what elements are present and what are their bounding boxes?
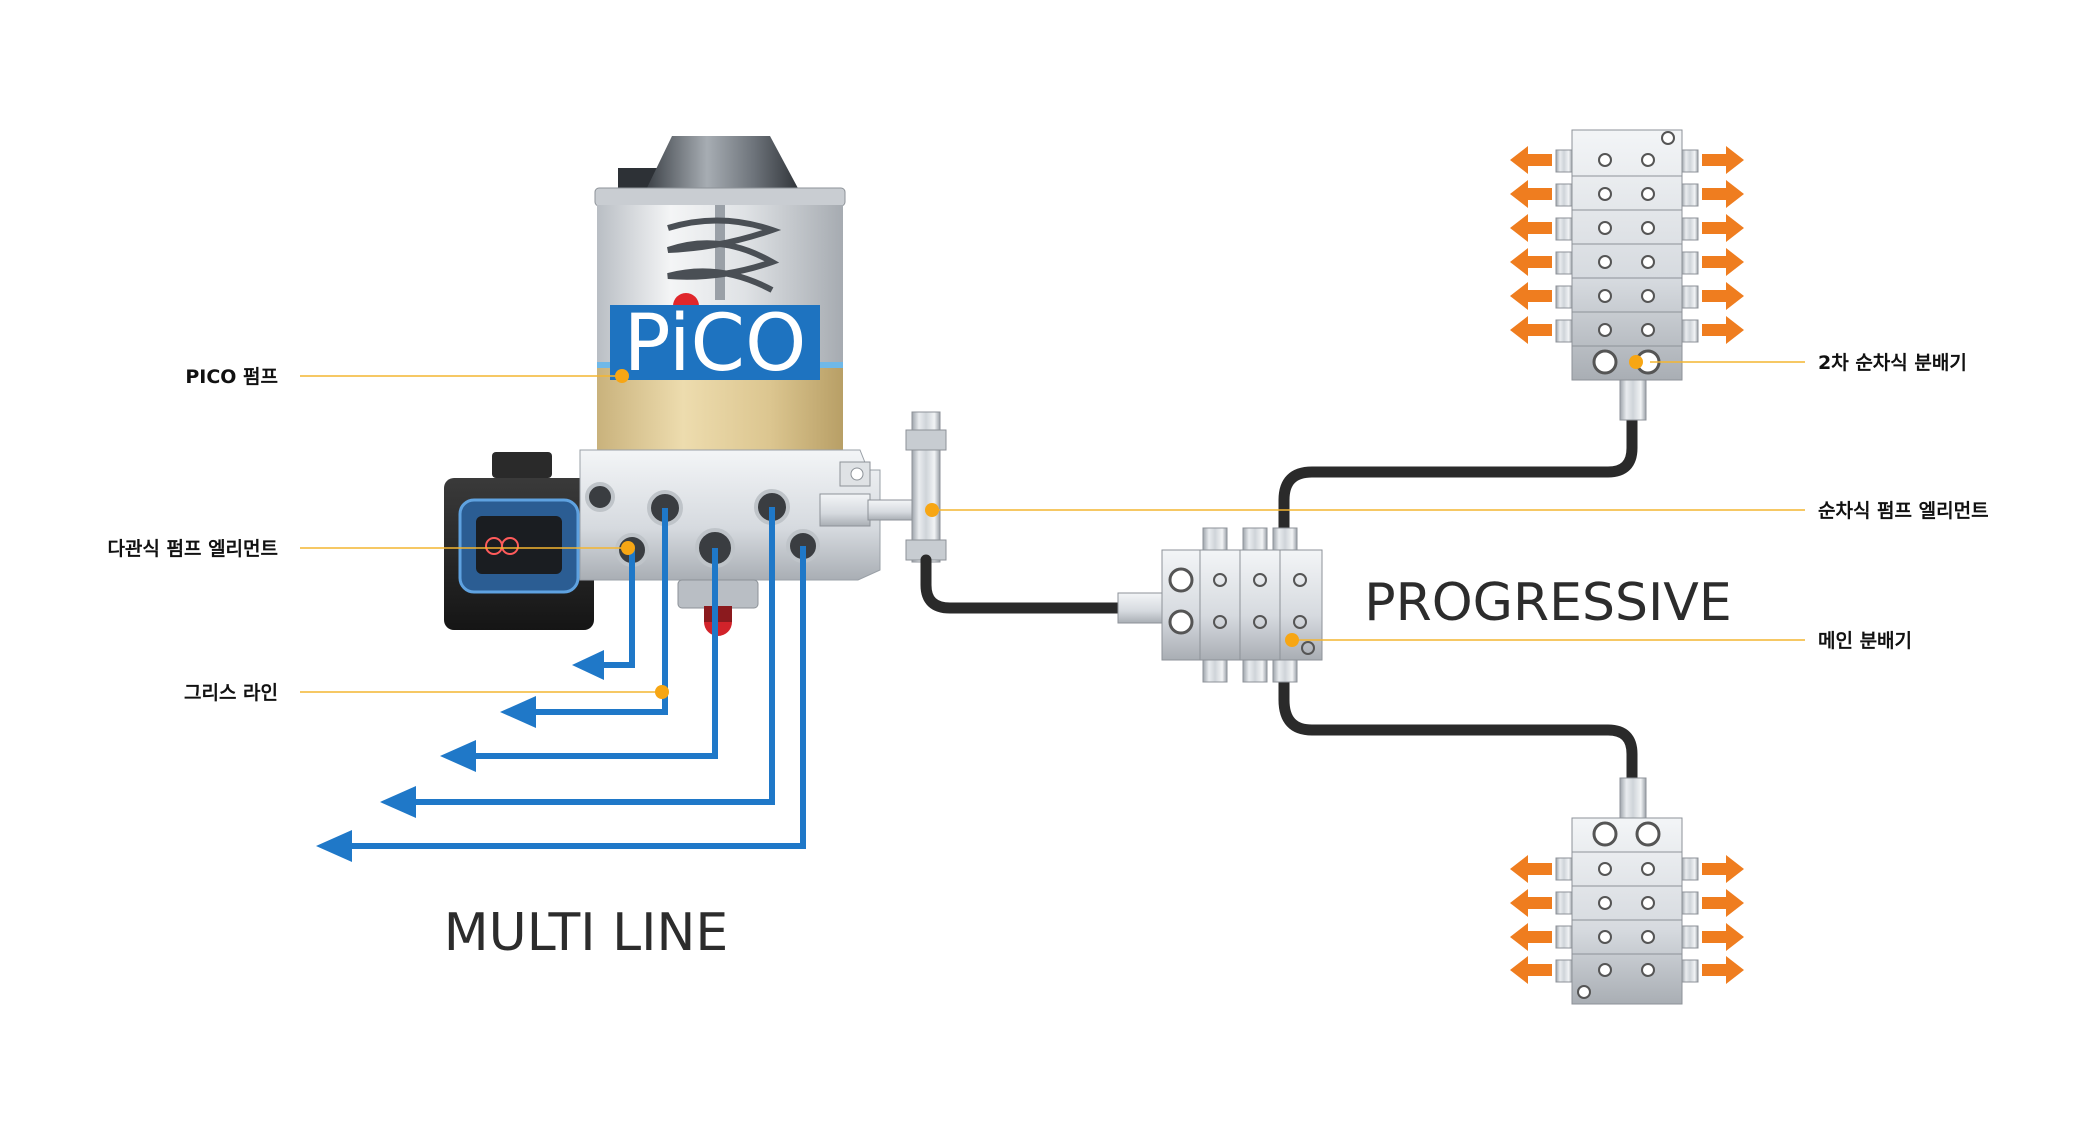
bottom-divider-inlet: [1619, 777, 1647, 819]
bottom-divider-block: [1571, 817, 1683, 1005]
title-progressive: PROGRESSIVE: [1364, 573, 1731, 633]
leader-markers: [615, 355, 1643, 699]
arrow-left-icon: [380, 786, 416, 818]
arrow-right-icon: [1702, 316, 1744, 344]
main-divider: [1117, 527, 1323, 683]
secondary-divider-top: [1555, 129, 1699, 421]
label-secondary-divider: 2차 순차식 분배기: [1818, 352, 1967, 374]
arrow-left-icon: [440, 740, 476, 772]
arrow-left-icon: [1510, 316, 1552, 344]
arrow-right-icon: [1702, 146, 1744, 174]
label-multiline-element: 다관식 펌프 엘리먼트: [107, 538, 278, 560]
arrow-left-icon: [1510, 146, 1552, 174]
motor-display: [476, 516, 562, 574]
multiline-grease-lines: [350, 507, 806, 849]
arrow-left-icon: [1510, 248, 1552, 276]
label-progressive-element: 순차식 펌프 엘리먼트: [1818, 500, 1989, 522]
main-divider-inlet-fitting: [1117, 592, 1165, 624]
arrow-right-icon: [1702, 248, 1744, 276]
marker-dot-icon: [1629, 355, 1643, 369]
marker-dot-icon: [655, 685, 669, 699]
element-body: [867, 499, 917, 521]
tee-nut-top: [905, 429, 947, 451]
marker-dot-icon: [621, 541, 635, 555]
label-main-divider: 메인 분배기: [1818, 630, 1912, 652]
base-tab-hole: [850, 467, 864, 481]
arrow-left-icon: [1510, 855, 1552, 883]
arrow-left-icon: [1510, 180, 1552, 208]
display-dial-2: [501, 537, 519, 555]
arrow-right-icon: [1702, 855, 1744, 883]
label-grease-line: 그리스 라인: [184, 682, 278, 704]
lid-rim: [594, 187, 846, 207]
brand-panel: [610, 305, 820, 380]
secondary-divider-bottom: [1555, 777, 1699, 1005]
arrow-left-icon: [316, 830, 352, 862]
brand-logo-text: PiCO: [624, 299, 807, 389]
marker-dot-icon: [1285, 633, 1299, 647]
marker-dot-icon: [925, 503, 939, 517]
arrow-right-icon: [1702, 889, 1744, 917]
arrow-right-icon: [1702, 180, 1744, 208]
progressive-hoses: [920, 414, 1638, 784]
arrow-left-icon: [572, 650, 604, 680]
arrow-left-icon: [1510, 956, 1552, 984]
arrow-left-icon: [1510, 889, 1552, 917]
arrow-right-icon: [1702, 923, 1744, 951]
spring: [667, 205, 782, 300]
top-divider-inlet: [1619, 379, 1647, 421]
top-divider-block: [1571, 129, 1683, 381]
outlet-arrows: [1510, 146, 1744, 984]
arrow-right-icon: [1702, 956, 1744, 984]
multiline-arrowheads: [316, 650, 604, 862]
arrow-left-icon: [1510, 214, 1552, 242]
arrow-left-icon: [500, 696, 536, 728]
arrow-left-icon: [1510, 282, 1552, 310]
arrow-right-icon: [1702, 282, 1744, 310]
pico-pump: PiCO: [444, 136, 947, 636]
title-multi-line: MULTI LINE: [444, 903, 728, 963]
marker-dot-icon: [615, 369, 629, 383]
arrow-right-icon: [1702, 214, 1744, 242]
label-pico-pump: PICO 펌프: [185, 366, 278, 388]
motor-connector: [492, 452, 552, 478]
arrow-left-icon: [1510, 923, 1552, 951]
element-nut: [819, 493, 871, 527]
reservoir-lid: [645, 136, 800, 192]
leader-lines: [300, 361, 1805, 693]
